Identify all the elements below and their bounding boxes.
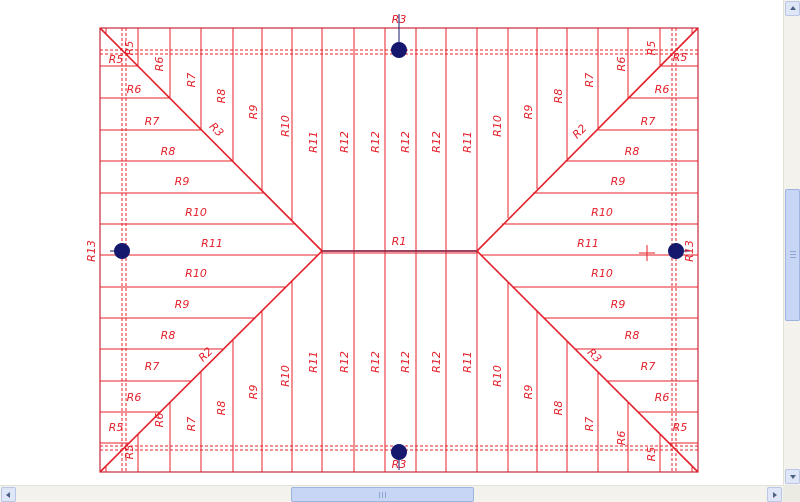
circle-marker-icon bbox=[114, 243, 130, 259]
rafter-label-left: R8 bbox=[161, 329, 176, 342]
ridge-end-label-bottom: R3 bbox=[392, 458, 407, 471]
grip-icon bbox=[379, 492, 380, 498]
horizontal-scrollbar[interactable] bbox=[0, 485, 783, 502]
rafter-label-left: R6 bbox=[127, 391, 142, 404]
grip-icon bbox=[790, 257, 796, 258]
rafter-label-bottom: R12 bbox=[430, 351, 443, 373]
rafter-label-left: R7 bbox=[145, 360, 160, 373]
rafter-label-left: R6 bbox=[127, 83, 142, 96]
scrollbar-corner bbox=[783, 485, 800, 502]
rafter-label-right: R9 bbox=[611, 175, 626, 188]
hip-label: R3 bbox=[207, 120, 227, 140]
rafter-label-top: R12 bbox=[399, 131, 412, 153]
circle-marker-icon bbox=[391, 444, 407, 460]
hip-bottom-right bbox=[476, 250, 699, 473]
rafter-label-left: R9 bbox=[175, 298, 190, 311]
rafter-label-top: R12 bbox=[369, 131, 382, 153]
circle-marker-icon bbox=[668, 243, 684, 259]
rafter-label-left: R10 bbox=[185, 267, 207, 280]
ridge-label: R1 bbox=[392, 235, 407, 248]
corner-label: R5 bbox=[109, 421, 124, 434]
rafter-label-top: R11 bbox=[307, 131, 320, 153]
rafter-label-top: R12 bbox=[430, 131, 443, 153]
rafter-label-bottom: R7 bbox=[583, 417, 596, 432]
rafter-label-bottom: R6 bbox=[615, 431, 628, 446]
rafter-label-bottom: R11 bbox=[307, 351, 320, 373]
scroll-down-arrow-icon[interactable] bbox=[785, 469, 800, 484]
rafter-label-top: R9 bbox=[522, 105, 535, 120]
rafter-label-bottom: R12 bbox=[338, 351, 351, 373]
rafter-label-bottom: R12 bbox=[369, 351, 382, 373]
corner-label: R5 bbox=[645, 447, 658, 462]
rafter-label-top: R6 bbox=[615, 57, 628, 72]
rafter-label-top: R8 bbox=[215, 89, 228, 104]
rafter-label-top: R10 bbox=[279, 115, 292, 137]
rafter-label-bottom: R6 bbox=[153, 413, 166, 428]
rafter-label-bottom: R9 bbox=[247, 385, 260, 400]
horizontal-scroll-thumb[interactable] bbox=[291, 487, 474, 502]
grip-icon bbox=[382, 492, 383, 498]
rafter-label-bottom: R7 bbox=[185, 417, 198, 432]
corner-label: R5 bbox=[645, 41, 658, 56]
corner-label: R5 bbox=[673, 421, 688, 434]
corner-label: R5 bbox=[673, 51, 688, 64]
roof-outline bbox=[99, 27, 699, 473]
rafter-label-bottom: R11 bbox=[461, 351, 474, 373]
corner-label: R5 bbox=[109, 53, 124, 66]
grip-icon bbox=[790, 254, 796, 255]
rafter-label-right: R7 bbox=[641, 360, 656, 373]
hip-top-left bbox=[99, 27, 323, 252]
rafter-label-right: R6 bbox=[655, 83, 670, 96]
hip-bottom-left bbox=[99, 250, 323, 473]
scroll-left-arrow-icon[interactable] bbox=[1, 487, 16, 502]
rafter-label-right: R7 bbox=[641, 115, 656, 128]
vertical-scrollbar[interactable] bbox=[783, 0, 800, 485]
rafter-label-left: R8 bbox=[161, 145, 176, 158]
hip-label: R2 bbox=[570, 122, 590, 142]
rafter-label-bottom: R10 bbox=[279, 365, 292, 387]
rafter-label-left: R9 bbox=[175, 175, 190, 188]
rafter-label-left: R10 bbox=[185, 206, 207, 219]
rafter-label-top: R9 bbox=[247, 105, 260, 120]
rafter-label-right: R8 bbox=[625, 329, 640, 342]
ridge-end-label-top: R3 bbox=[392, 13, 407, 26]
rafter-label-left: R7 bbox=[145, 115, 160, 128]
grip-icon bbox=[790, 251, 796, 252]
rafter-label-bottom: R9 bbox=[522, 385, 535, 400]
rafter-label-bottom: R8 bbox=[552, 401, 565, 416]
rafter-label-right: R6 bbox=[655, 391, 670, 404]
rafter-label-top: R10 bbox=[491, 115, 504, 137]
corner-label: R5 bbox=[123, 445, 136, 460]
rafter-label-top: R11 bbox=[461, 131, 474, 153]
rafter-label-right: R11 bbox=[577, 237, 599, 250]
scroll-right-arrow-icon[interactable] bbox=[767, 487, 782, 502]
vertical-scroll-thumb[interactable] bbox=[785, 189, 800, 321]
rafter-label-bottom: R8 bbox=[215, 401, 228, 416]
rafter-label-bottom: R12 bbox=[399, 351, 412, 373]
rafter-label-right: R10 bbox=[591, 267, 613, 280]
rafter-label-right: R9 bbox=[611, 298, 626, 311]
hip-top-right bbox=[476, 27, 699, 252]
side-label-left: R13 bbox=[85, 240, 98, 262]
rafter-label-left: R11 bbox=[201, 237, 223, 250]
scroll-up-arrow-icon[interactable] bbox=[785, 1, 800, 16]
rafter-label-top: R6 bbox=[153, 57, 166, 72]
corner-label: R5 bbox=[123, 41, 136, 56]
rafter-label-right: R10 bbox=[591, 206, 613, 219]
circle-marker-icon bbox=[391, 42, 407, 58]
rafter-label-top: R12 bbox=[338, 131, 351, 153]
rafter-label-top: R7 bbox=[583, 73, 596, 88]
hip-label: R2 bbox=[196, 345, 216, 365]
rafter-label-top: R7 bbox=[185, 73, 198, 88]
grip-icon bbox=[385, 492, 386, 498]
rafter-label-top: R8 bbox=[552, 89, 565, 104]
rafter-label-right: R8 bbox=[625, 145, 640, 158]
rafter-label-bottom: R10 bbox=[491, 365, 504, 387]
side-label-right: R13 bbox=[683, 240, 696, 262]
